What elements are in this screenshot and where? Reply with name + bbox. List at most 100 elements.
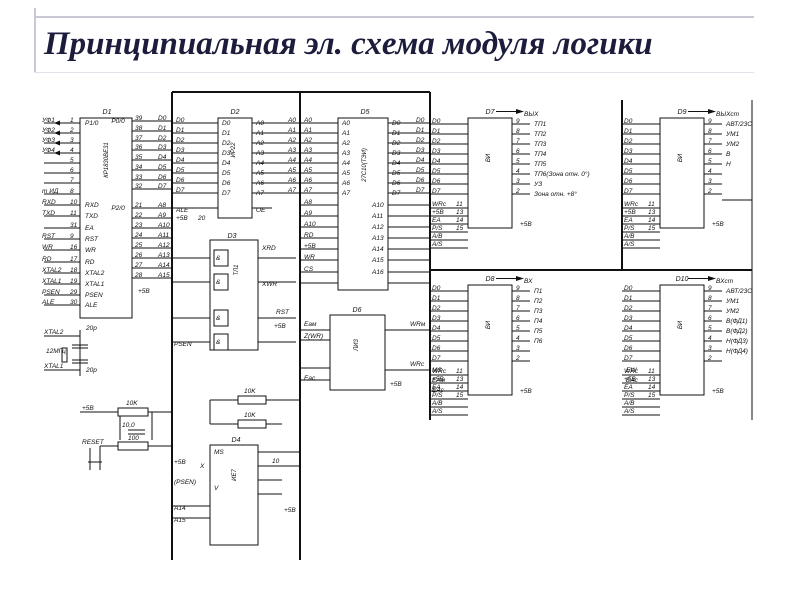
D9-ctrl: P/S <box>624 225 635 232</box>
d1-pin-psen: PSEN <box>42 289 60 296</box>
d1-pin-txd: TXD <box>42 210 55 217</box>
D9-in: D7 <box>624 188 633 195</box>
title-frame-left <box>34 8 36 72</box>
d1-right-num: 25 <box>134 242 143 249</box>
d5-pin-d: D0 <box>392 120 401 127</box>
D8-ctrl-num: 13 <box>456 376 464 383</box>
d1-right-num: 23 <box>134 222 143 229</box>
d1-addr-label: A11 <box>157 232 169 239</box>
d1-pin-num: 29 <box>69 289 78 296</box>
d1-addr-label: A13 <box>157 252 170 259</box>
d1-addr-label: A14 <box>157 262 170 269</box>
resistor-10k <box>117 407 149 417</box>
arrow-icon <box>54 130 60 136</box>
D10-ctrl-num: 11 <box>648 368 655 375</box>
d1-pin-num: 1 <box>70 117 74 124</box>
d2-pin-out: A3 <box>255 150 264 157</box>
D10-out-label: АВТ/23С <box>725 288 752 295</box>
D9-ctrl-num: 15 <box>648 225 656 232</box>
D10-out-num: 4 <box>708 335 712 342</box>
cap-10-label: 10,0 <box>122 422 135 429</box>
chip-d1 <box>79 117 133 319</box>
d1-pin-internal: RD <box>85 259 95 266</box>
d1-pin-уф3: УФ3 <box>41 137 55 144</box>
D7-out-num: 3 <box>516 178 520 185</box>
d5-pin-d: D1 <box>392 130 401 137</box>
d2-pin-in: D4 <box>222 160 231 167</box>
chip-type-d5: 27С10(ТЭИ) <box>362 148 368 183</box>
D10-in: D4 <box>624 325 633 332</box>
d4-a15: A15 <box>173 517 186 524</box>
D8-vyh-label: ВХ <box>524 278 533 285</box>
d2-out-label: A7 <box>287 187 296 194</box>
D8-out-num: 4 <box>516 335 520 342</box>
D10-in: D5 <box>624 335 633 342</box>
d1-plus5-label: +5В <box>138 288 150 295</box>
D9-out-num: 6 <box>708 148 712 155</box>
d2-out-label: A3 <box>287 147 296 154</box>
d2-pin-in: D2 <box>222 140 231 147</box>
D8-in: D5 <box>432 335 441 342</box>
D7-in: D1 <box>432 128 441 135</box>
d1-right-num: 24 <box>134 232 143 239</box>
crystal-label: 12МГц <box>46 348 66 355</box>
chip-type-d10: ВИ <box>678 320 684 329</box>
chip-id-d6: D6 <box>353 307 362 314</box>
d1-pin-internal: XTAL2 <box>84 270 105 277</box>
d5-bus-out: D0 <box>416 117 425 124</box>
d1-pin-internal: TXD <box>85 213 98 220</box>
d1-pin-internal: RST <box>85 236 99 243</box>
chip-d5 <box>337 117 389 291</box>
d5-addr-in: A7 <box>303 187 312 194</box>
d5-ctrl-in: A8 <box>303 199 312 206</box>
d1-pin-internal: ALE <box>84 302 98 309</box>
chip-type-d8: ВИ <box>486 320 492 329</box>
d3-out-xrd: XRD <box>261 245 276 252</box>
chip-id-d9: D9 <box>678 109 687 116</box>
D8-out-num: 8 <box>516 295 520 302</box>
D8-ctrl-num: 15 <box>456 392 464 399</box>
d6-eac: Еас <box>304 375 316 382</box>
d5-pin-d: D4 <box>392 160 401 167</box>
d5-bus-out: D3 <box>416 147 425 154</box>
d1-right-num: 26 <box>134 252 143 259</box>
D7-ctrl-num: 14 <box>456 217 464 224</box>
D9-out-num: 7 <box>708 138 712 145</box>
d5-ctrl-in: +5В <box>304 243 316 250</box>
d2-in: D2 <box>176 137 185 144</box>
d3-gate <box>213 249 229 267</box>
D10-ctrl: WRс <box>624 368 639 375</box>
chip-d10 <box>659 284 705 396</box>
D9-ctrl-num: 14 <box>648 217 656 224</box>
chip-type-d4: ИЕ7 <box>232 469 238 481</box>
d8-eam: ЕАм <box>432 377 446 384</box>
D9-in: D6 <box>624 178 633 185</box>
chip-d8 <box>467 284 513 396</box>
d4-x: X <box>199 463 205 470</box>
d5-pin-d: D3 <box>392 150 401 157</box>
D9-in: D2 <box>624 138 633 145</box>
D8-ctrl: +5В <box>432 376 444 383</box>
chip-id-d5: D5 <box>361 109 370 116</box>
D8-out-num: 2 <box>515 355 520 362</box>
d2-out-label: A4 <box>287 157 296 164</box>
D10-out-num: 5 <box>708 325 712 332</box>
arrow-icon <box>54 140 60 146</box>
title-frame-bottom <box>34 72 754 73</box>
chip-type-d7: ВИ <box>486 153 492 162</box>
D10-in: D0 <box>624 285 633 292</box>
d1-pin-num: 30 <box>70 299 78 306</box>
d2-in: D5 <box>176 167 185 174</box>
D7-in: D7 <box>432 188 441 195</box>
D7-out-label: ТП3 <box>534 141 547 148</box>
arrow-icon <box>54 120 60 126</box>
D7-out-num: 9 <box>516 118 520 125</box>
bus-lines <box>171 91 752 560</box>
D8-out-label: П2 <box>534 298 543 305</box>
D9-plus5: +5В <box>712 221 724 228</box>
D7-ctrl-num: 13 <box>456 209 464 216</box>
d5-pin-a-high: A16 <box>371 269 384 276</box>
d10-eac: ЕАс <box>626 377 639 384</box>
D8-out-label: П4 <box>534 318 543 325</box>
